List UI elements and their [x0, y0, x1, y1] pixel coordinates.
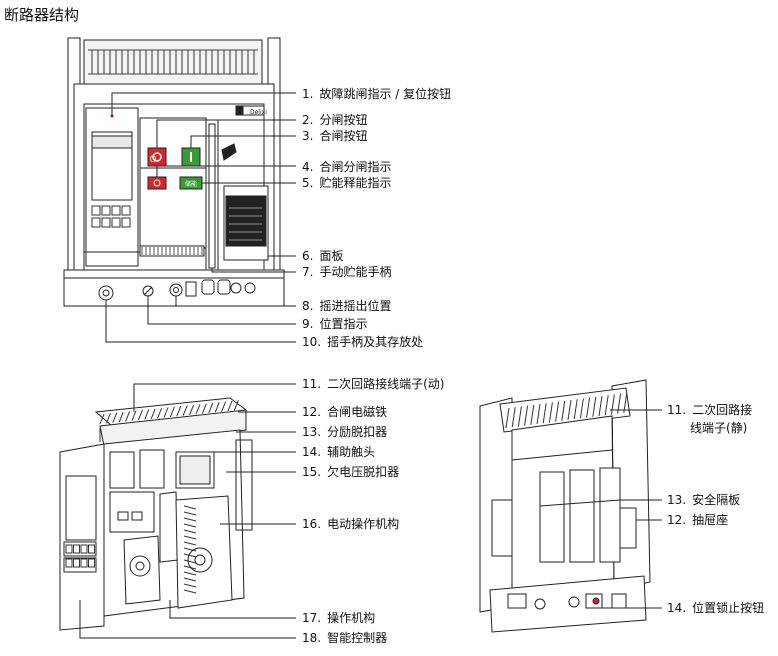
- open-button-label: O: [149, 155, 156, 165]
- label-15-uv: 15.欠电压脱扣器: [302, 465, 400, 479]
- label-12-drawer: 12.抽屉座: [667, 513, 729, 527]
- leader-lines-right: [596, 409, 662, 609]
- leader-lines-left: [79, 383, 296, 639]
- breaker-front-view: [63, 37, 285, 307]
- label-14-lock: 14.位置锁止按钮: [667, 601, 765, 615]
- label-11-static: 11.二次回路接: [667, 403, 753, 417]
- breaker-iso-view: [59, 397, 253, 631]
- label-4: 4.合闸分闸指示: [302, 160, 392, 174]
- drawer-base-view: [479, 379, 651, 633]
- label-7: 7.手动贮能手柄: [302, 265, 392, 279]
- label-13-shutter: 13.安全隔板: [667, 493, 741, 507]
- label-11-moving: 11.二次回路接线端子(动): [302, 377, 445, 391]
- label-1: 1.故障跳闸指示 / 复位按钮: [302, 87, 452, 101]
- label-13-shunt: 13.分励脱扣器: [302, 425, 388, 439]
- brand-badge: Delixi: [250, 109, 267, 116]
- page-title: 断路器结构: [4, 6, 80, 24]
- label-10: 10.摇手柄及其存放处: [302, 335, 424, 349]
- close-button: [181, 147, 201, 167]
- label-2: 2.分闸按钮: [302, 113, 368, 127]
- leader-lines-top: [105, 92, 296, 343]
- label-3: 3.合闸按钮: [302, 129, 368, 143]
- label-5: 5.贮能释能指示: [302, 176, 392, 190]
- label-8: 8.摇进摇出位置: [302, 299, 392, 313]
- label-18-controller: 18.智能控制器: [302, 631, 388, 645]
- label-16-motor: 16.电动操作机构: [302, 517, 400, 531]
- charge-indicator-label: 储能: [185, 180, 197, 188]
- open-close-indicator: [147, 176, 167, 190]
- label-9: 9.位置指示: [302, 317, 368, 331]
- label-6: 6.面板: [302, 249, 344, 263]
- label-17-mech: 17.操作机构: [302, 611, 376, 625]
- label-11-static-line2: 线端子(静): [690, 421, 748, 435]
- label-14-aux: 14.辅助触头: [302, 445, 376, 459]
- label-12-coil: 12.合闸电磁铁: [302, 405, 388, 419]
